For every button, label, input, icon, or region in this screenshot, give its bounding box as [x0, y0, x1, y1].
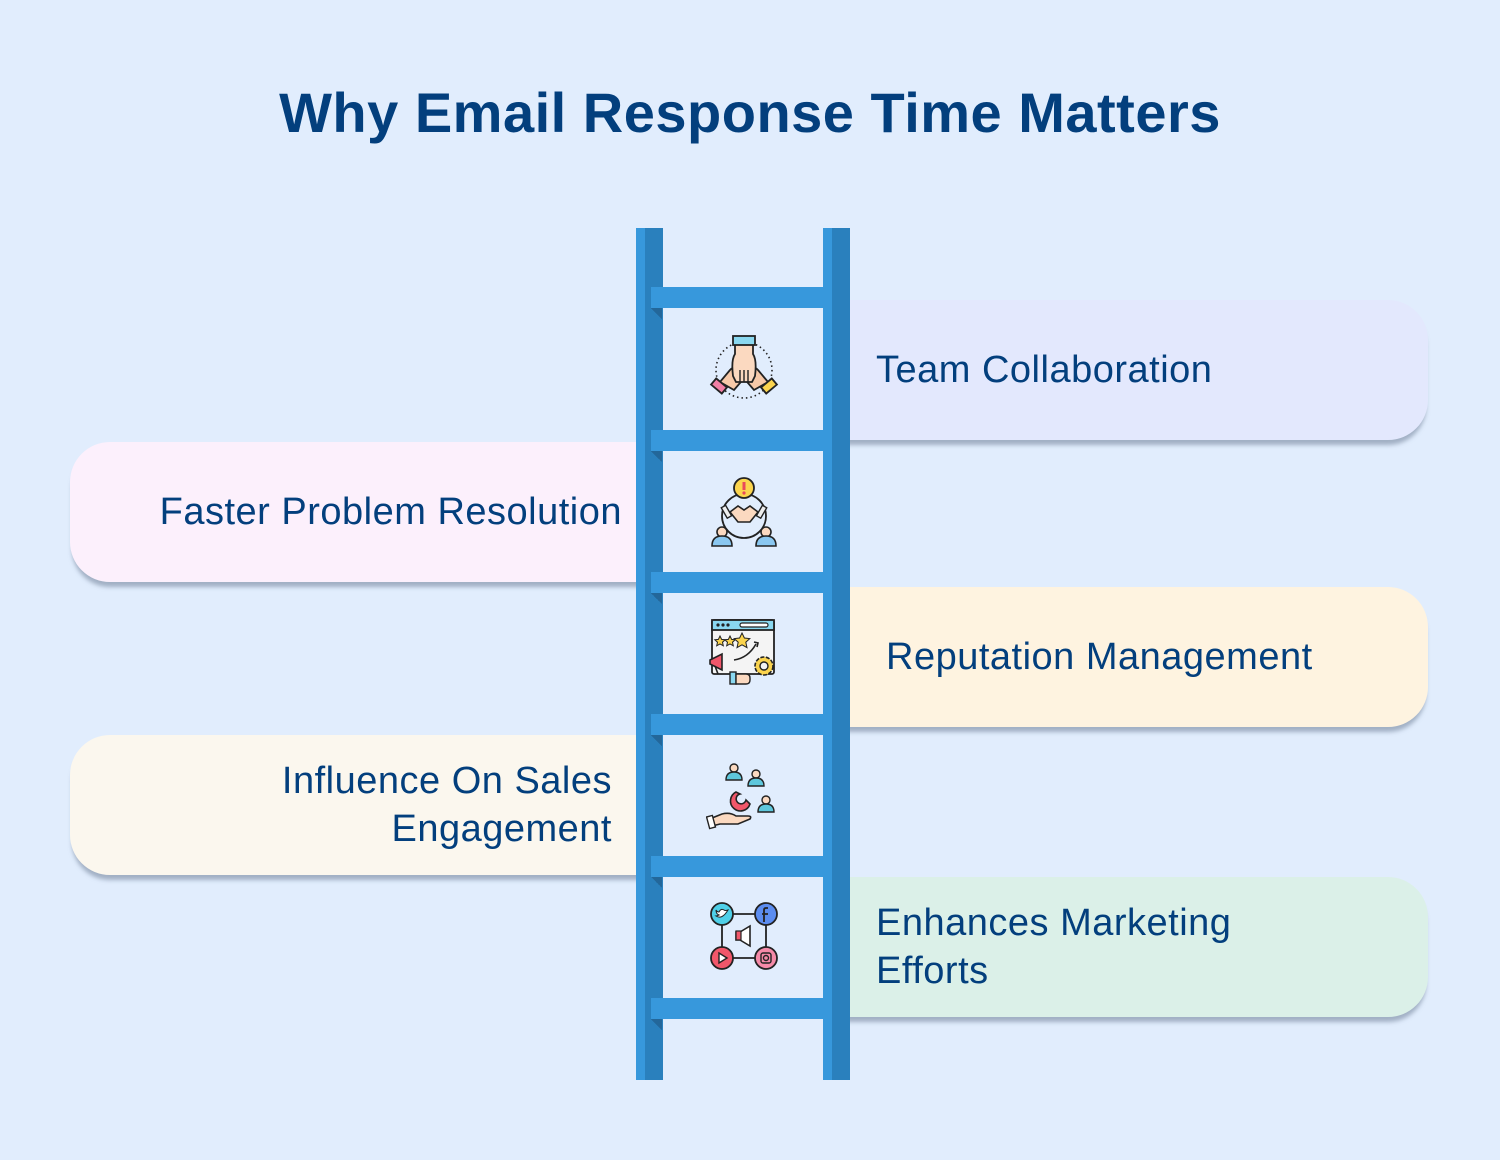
sales-magnet-icon	[706, 756, 782, 832]
team-hands-icon	[706, 330, 782, 406]
reputation-review-icon	[706, 616, 782, 692]
card-label: Influence On Sales Engagement	[282, 757, 612, 853]
ladder-rung	[651, 430, 823, 451]
card-label-line-1: Enhances Marketing	[876, 902, 1232, 944]
card-label: Reputation Management	[886, 636, 1313, 678]
ladder-rung	[651, 714, 823, 735]
ladder-rung	[651, 998, 823, 1019]
ladder-rung	[651, 572, 823, 593]
rung-shadow	[651, 451, 662, 462]
ladder-left-rail	[636, 228, 663, 1080]
problem-handshake-icon	[706, 476, 782, 552]
rung-shadow	[651, 735, 662, 746]
card-label: Team Collaboration	[876, 349, 1213, 391]
social-marketing-icon	[706, 898, 782, 974]
ladder-rung	[651, 856, 823, 877]
card-enhances-marketing-efforts: Enhances Marketing Efforts	[838, 877, 1428, 1017]
card-team-collaboration: Team Collaboration	[838, 300, 1428, 440]
rung-shadow	[651, 877, 662, 888]
card-faster-problem-resolution: Faster Problem Resolution	[70, 442, 652, 582]
rung-shadow	[651, 1019, 662, 1030]
card-label: Faster Problem Resolution	[159, 491, 622, 533]
rung-shadow	[651, 308, 662, 319]
rung-shadow	[651, 593, 662, 604]
card-reputation-management: Reputation Management	[838, 587, 1428, 727]
card-label-line-1: Influence On Sales	[281, 760, 612, 802]
ladder-right-rail	[823, 228, 850, 1080]
card-label: Enhances Marketing Efforts	[876, 899, 1231, 995]
card-label-line-2: Engagement	[391, 808, 612, 850]
ladder-rung	[651, 287, 823, 308]
card-label-line-2: Efforts	[876, 950, 989, 992]
card-influence-on-sales-engagement: Influence On Sales Engagement	[70, 735, 652, 875]
page-title: Why Email Response Time Matters	[279, 81, 1221, 144]
